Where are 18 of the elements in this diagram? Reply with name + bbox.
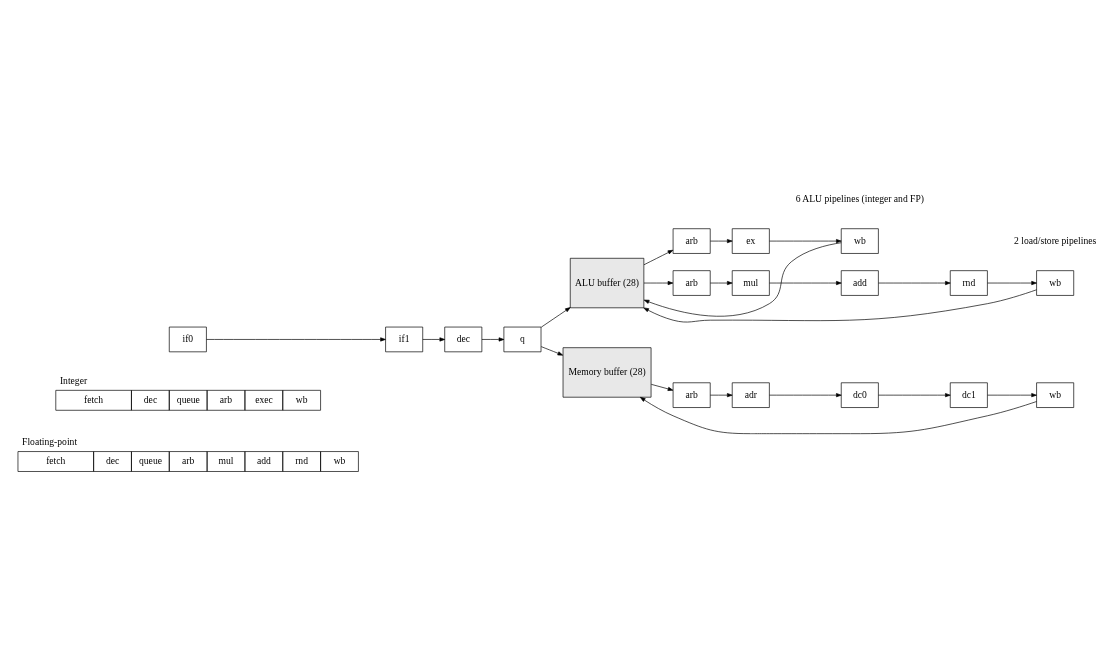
label: add <box>256 455 271 467</box>
label: 2 load/store pipelines <box>1014 234 1097 246</box>
label: exec <box>255 393 273 405</box>
label: Floating-point <box>22 435 78 447</box>
label: fetch <box>46 455 66 467</box>
label: mul <box>218 455 234 467</box>
label: wb <box>333 455 346 467</box>
label: queue <box>176 393 200 405</box>
label: rnd <box>295 455 308 467</box>
label: dec <box>143 393 158 405</box>
label: wb <box>295 393 308 405</box>
label: arb <box>219 393 233 405</box>
label: queue <box>139 455 162 467</box>
label: fetch <box>83 393 104 405</box>
label: dec <box>106 455 120 467</box>
label: arb <box>182 455 195 467</box>
label: 6 ALU pipelines (integer and FP) <box>795 192 924 204</box>
label: Integer <box>59 374 88 386</box>
